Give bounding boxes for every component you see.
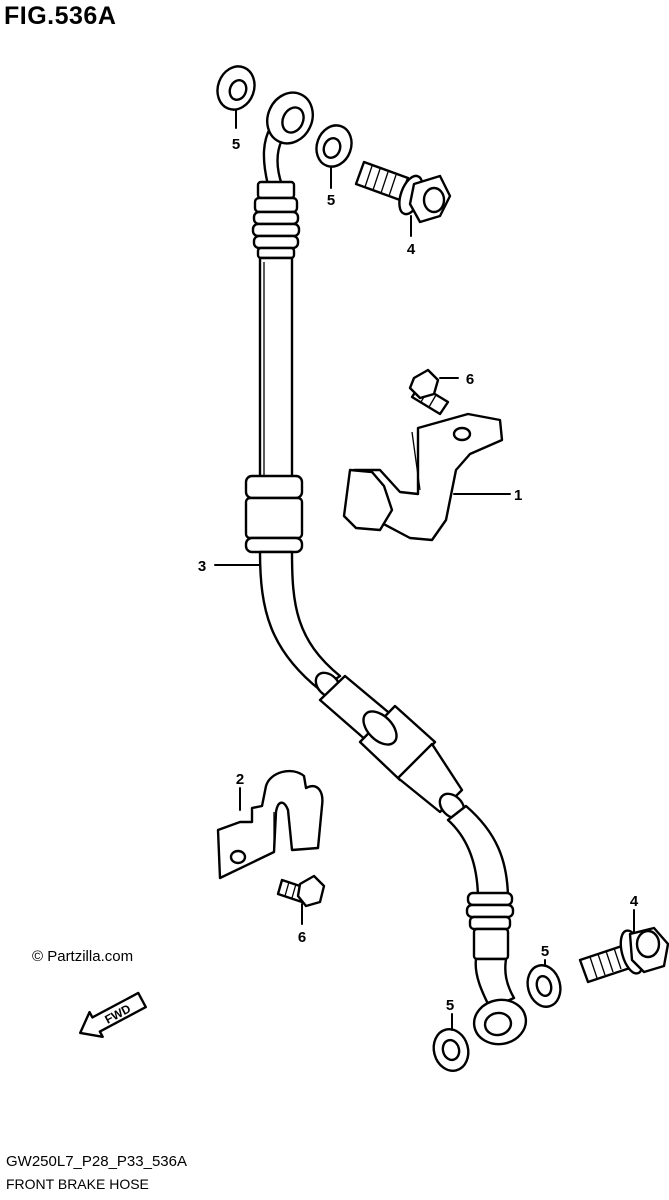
clamp-2	[216, 769, 324, 880]
middle-hose-collar	[244, 474, 304, 554]
bolt-upper	[408, 368, 450, 416]
washer-upper-left	[216, 65, 256, 111]
callout-5-lower-right: 5	[541, 943, 549, 960]
callout-3: 3	[198, 558, 206, 575]
callout-5-lower-left: 5	[446, 997, 454, 1014]
figure-title: FIG.536A	[4, 2, 117, 30]
lower-banjo-fitting	[472, 998, 528, 1046]
callout-1: 1	[514, 487, 522, 504]
washer-upper-right	[315, 124, 353, 168]
callout-6-upper: 6	[466, 371, 474, 388]
union-bolt-lower	[578, 926, 669, 984]
fwd-arrow-icon: FWD	[79, 991, 147, 1039]
diagram-caption: FRONT BRAKE HOSE	[6, 1176, 149, 1192]
lower-hose-sleeve	[465, 891, 516, 1010]
curved-hose	[258, 550, 342, 699]
upper-hose-sleeve	[251, 180, 301, 260]
union-bolt-upper	[354, 160, 452, 224]
washer-lower-left	[432, 1028, 470, 1072]
callout-4-lower: 4	[630, 893, 639, 910]
callout-5-upper-right: 5	[327, 192, 335, 209]
callout-4-upper: 4	[407, 241, 416, 258]
callout-6-lower: 6	[298, 929, 306, 946]
callout-5-upper-left: 5	[232, 136, 240, 153]
upper-banjo-fitting	[262, 91, 314, 187]
washer-lower-right	[526, 964, 562, 1008]
hose-protector	[318, 674, 466, 820]
upper-rigid-section	[258, 256, 294, 482]
diagram-code: GW250L7_P28_P33_536A	[6, 1153, 187, 1170]
bracket-1	[342, 412, 504, 542]
lower-hose	[446, 804, 510, 902]
callout-2: 2	[236, 771, 244, 788]
copyright-notice: © Partzilla.com	[32, 948, 134, 965]
leader-lines	[214, 109, 635, 1031]
bolt-lower	[276, 874, 326, 908]
